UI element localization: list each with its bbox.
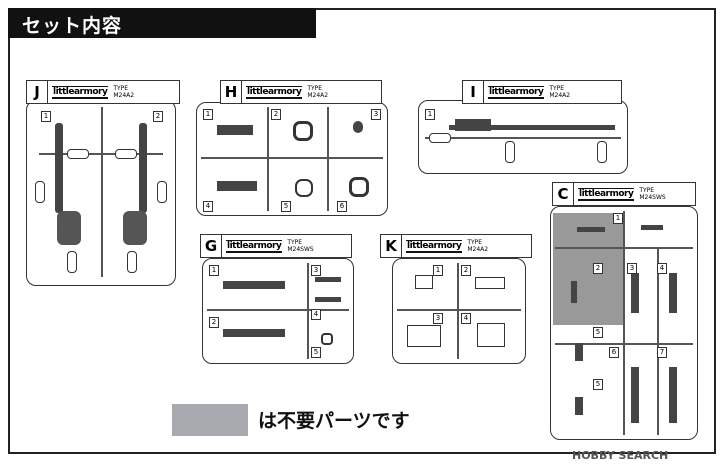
part-number: 5 bbox=[311, 347, 321, 358]
legend-text: は不要パーツです bbox=[258, 410, 410, 432]
part-number: 1 bbox=[433, 265, 443, 276]
part-number: 5 bbox=[281, 201, 291, 212]
type-value: M24A2 bbox=[307, 92, 329, 99]
brand-logo: littlearmory bbox=[488, 85, 545, 99]
part-number: 3 bbox=[433, 313, 443, 324]
sprue-letter: C bbox=[553, 183, 574, 205]
sprue-h: 1 2 3 4 5 6 bbox=[196, 102, 388, 216]
part-number: 5 bbox=[593, 327, 603, 338]
title-bar: セット内容 bbox=[8, 8, 316, 38]
sprue-i: 1 bbox=[418, 100, 628, 174]
type-label: TYPE bbox=[307, 85, 323, 92]
part-number: 2 bbox=[209, 317, 219, 328]
type-label: TYPE bbox=[549, 85, 565, 92]
part-number: 1 bbox=[209, 265, 219, 276]
type-label: TYPE bbox=[639, 187, 655, 194]
type-value: M24A2 bbox=[113, 92, 135, 99]
part-number: 2 bbox=[593, 263, 603, 274]
part-number: 4 bbox=[203, 201, 213, 212]
type-label: TYPE bbox=[287, 239, 303, 246]
page-frame bbox=[8, 8, 716, 454]
brand-logo: littlearmory bbox=[246, 85, 303, 99]
sprue-letter: G bbox=[201, 235, 222, 257]
part-number: 5 bbox=[593, 379, 603, 390]
grip-part-right bbox=[139, 123, 147, 213]
part-number: 2 bbox=[153, 111, 163, 122]
watermark: HOBBY SEARCH bbox=[572, 449, 669, 462]
sprue-k: 1 2 3 4 bbox=[392, 258, 526, 364]
part-number: 1 bbox=[41, 111, 51, 122]
part-number: 1 bbox=[613, 213, 623, 224]
part-number: 3 bbox=[311, 265, 321, 276]
part-number: 2 bbox=[461, 265, 471, 276]
type-value: M24SWS bbox=[639, 194, 666, 201]
part-number: 6 bbox=[609, 347, 619, 358]
type-label: TYPE bbox=[467, 239, 483, 246]
part-number: 4 bbox=[311, 309, 321, 320]
sprue-letter: K bbox=[381, 235, 402, 257]
sprue-j: 1 2 bbox=[26, 100, 176, 286]
part-number: 1 bbox=[425, 109, 435, 120]
brand-logo: littlearmory bbox=[578, 187, 635, 201]
part-number: 4 bbox=[461, 313, 471, 324]
legend-swatch bbox=[172, 404, 248, 436]
sprue-letter: I bbox=[463, 81, 484, 103]
type-value: M24A2 bbox=[549, 92, 571, 99]
part-number: 6 bbox=[337, 201, 347, 212]
part-number: 3 bbox=[371, 109, 381, 120]
part-number: 2 bbox=[271, 109, 281, 120]
type-value: M24A2 bbox=[467, 246, 489, 253]
sprue-letter: H bbox=[221, 81, 242, 103]
brand-logo: littlearmory bbox=[52, 85, 109, 99]
grip-part-left bbox=[55, 123, 63, 213]
page-title: セット内容 bbox=[22, 15, 123, 37]
type-label: TYPE bbox=[113, 85, 129, 92]
sprue-g: 1 2 3 4 5 bbox=[202, 258, 354, 364]
part-number: 1 bbox=[203, 109, 213, 120]
sprue-letter: J bbox=[27, 81, 48, 103]
part-number: 7 bbox=[657, 347, 667, 358]
part-number: 4 bbox=[657, 263, 667, 274]
type-value: M24SWS bbox=[287, 246, 314, 253]
brand-logo: littlearmory bbox=[226, 239, 283, 253]
brand-logo: littlearmory bbox=[406, 239, 463, 253]
sprue-c: 1 2 3 4 5 6 7 5 bbox=[550, 206, 698, 440]
part-number: 3 bbox=[627, 263, 637, 274]
